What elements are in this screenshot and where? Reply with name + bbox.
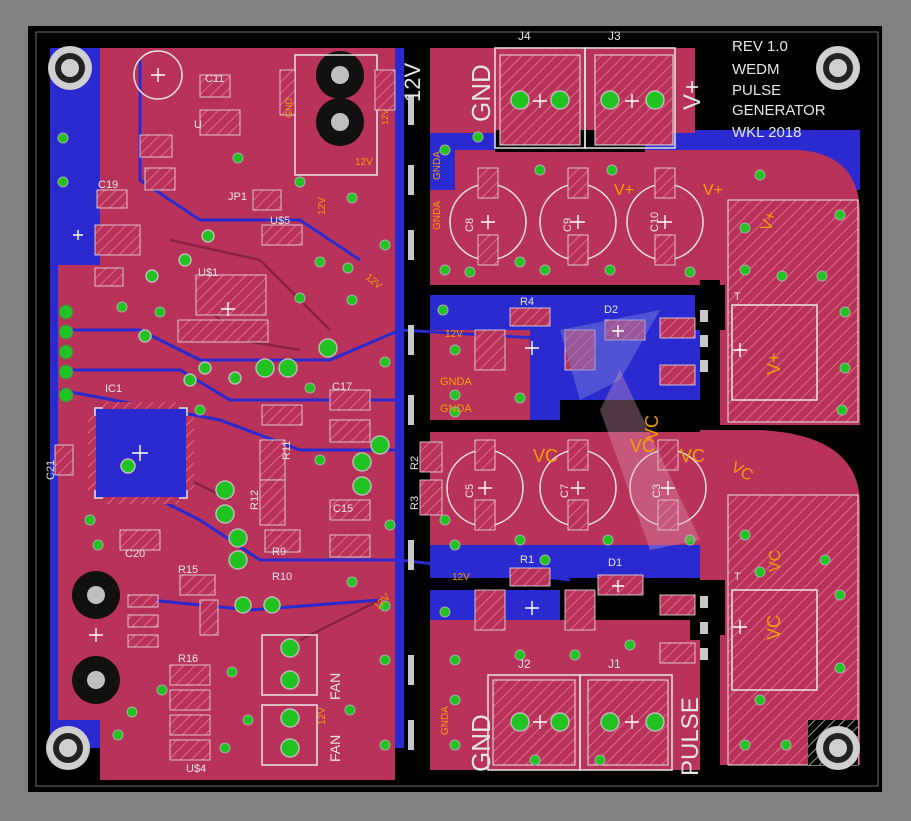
svg-text:R2: R2 bbox=[409, 456, 421, 470]
vias bbox=[120, 90, 665, 758]
svg-text:12V: 12V bbox=[452, 572, 470, 583]
j3-label: J3 bbox=[608, 29, 621, 43]
reference-designators: R4 D2 R1 D1 C8 C9 C10 C5 C7 C3 C11 C19 C… bbox=[45, 73, 741, 775]
svg-text:U$4: U$4 bbox=[186, 763, 206, 775]
svg-text:R3: R3 bbox=[409, 496, 421, 510]
svg-text:V+: V+ bbox=[758, 209, 781, 234]
svg-text:R16: R16 bbox=[178, 653, 198, 665]
svg-text:VC: VC bbox=[533, 446, 558, 466]
ic1-package bbox=[88, 402, 194, 504]
svg-text:V+: V+ bbox=[614, 182, 634, 199]
svg-text:12V: 12V bbox=[380, 109, 390, 125]
svg-text:T: T bbox=[734, 571, 741, 583]
mounting-holes bbox=[46, 46, 860, 770]
svg-text:R12: R12 bbox=[249, 490, 261, 510]
svg-text:C19: C19 bbox=[98, 179, 118, 191]
j4-label: J4 bbox=[518, 29, 531, 43]
svg-text:C21: C21 bbox=[45, 460, 57, 480]
revision-line: PULSE bbox=[732, 82, 781, 99]
svg-text:V+: V+ bbox=[703, 182, 723, 199]
svg-text:C3: C3 bbox=[651, 484, 663, 498]
svg-text:12V: 12V bbox=[445, 329, 463, 340]
svg-text:C17: C17 bbox=[332, 381, 352, 393]
svg-text:R10: R10 bbox=[272, 571, 292, 583]
svg-text:C20: C20 bbox=[125, 548, 145, 560]
revision-line: WKL 2018 bbox=[732, 124, 802, 141]
svg-text:GNDA: GNDA bbox=[440, 403, 472, 415]
svg-text:VC: VC bbox=[630, 436, 655, 456]
svg-text:U: U bbox=[194, 119, 202, 131]
svg-text:R4: R4 bbox=[520, 296, 534, 308]
svg-text:12V: 12V bbox=[355, 157, 373, 168]
svg-text:U$5: U$5 bbox=[270, 215, 290, 227]
svg-text:D1: D1 bbox=[608, 557, 622, 569]
svg-text:VC: VC bbox=[680, 446, 705, 466]
svg-text:D2: D2 bbox=[604, 304, 618, 316]
svg-text:C7: C7 bbox=[559, 484, 571, 498]
revision-line: GENERATOR bbox=[732, 102, 826, 119]
revision-line: WEDM bbox=[732, 61, 780, 78]
revision-line: REV 1.0 bbox=[732, 38, 788, 55]
svg-text:C8: C8 bbox=[464, 218, 476, 232]
j2-label: J2 bbox=[518, 657, 531, 671]
connector-outlines bbox=[261, 47, 818, 771]
svg-text:VC: VC bbox=[767, 550, 784, 572]
gnd-top-label: GND bbox=[466, 64, 496, 122]
j1-label: J1 bbox=[608, 657, 621, 671]
svg-text:IC1: IC1 bbox=[105, 383, 122, 395]
svg-text:12V: 12V bbox=[317, 707, 328, 725]
fan-label: FAN bbox=[327, 673, 343, 700]
svg-text:JP1: JP1 bbox=[228, 191, 247, 203]
vplus-top-label: V+ bbox=[679, 80, 706, 110]
svg-text:U$1: U$1 bbox=[198, 267, 218, 279]
svg-text:GND: GND bbox=[284, 98, 294, 119]
svg-text:V+: V+ bbox=[764, 352, 784, 375]
svg-text:R9: R9 bbox=[272, 546, 286, 558]
twelve-v-connector-label: 12V bbox=[400, 63, 425, 102]
svg-text:R1: R1 bbox=[520, 554, 534, 566]
svg-text:GNDA: GNDA bbox=[440, 706, 451, 735]
svg-text:GNDA: GNDA bbox=[432, 201, 443, 230]
svg-text:C11: C11 bbox=[205, 73, 224, 85]
svg-text:VC: VC bbox=[764, 615, 784, 640]
svg-text:R15: R15 bbox=[178, 564, 198, 576]
net-labels: V+ V+ VC VC VC VC VC V+ V+ VC VC GNDA GN… bbox=[284, 98, 784, 736]
svg-text:GNDA: GNDA bbox=[432, 151, 443, 180]
svg-text:C15: C15 bbox=[333, 503, 353, 515]
svg-text:VC: VC bbox=[642, 415, 662, 440]
svg-text:GNDA: GNDA bbox=[440, 376, 472, 388]
svg-text:T: T bbox=[734, 291, 741, 303]
fan-label: FAN bbox=[327, 735, 343, 762]
pulse-bottom-label: PULSE bbox=[677, 697, 704, 776]
svg-text:C9: C9 bbox=[562, 218, 574, 232]
svg-text:R11: R11 bbox=[281, 441, 293, 460]
svg-text:C5: C5 bbox=[464, 484, 476, 498]
header-pins bbox=[58, 304, 74, 403]
revision-block: REV 1.0 WEDM PULSE GENERATOR WKL 2018 bbox=[732, 38, 826, 141]
gnd-bottom-label: GND bbox=[466, 714, 496, 772]
crosshair-markers bbox=[73, 68, 747, 729]
svg-text:12V: 12V bbox=[317, 197, 328, 215]
svg-text:C10: C10 bbox=[649, 212, 661, 232]
